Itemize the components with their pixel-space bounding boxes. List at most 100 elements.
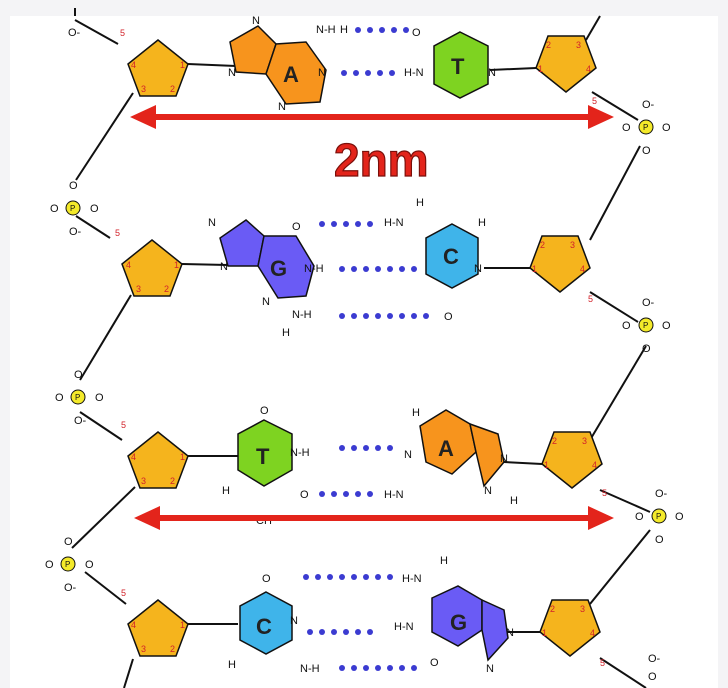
oxygen-label: O (45, 559, 54, 571)
base-adenine: A H N N H-N N H (384, 407, 518, 507)
width-arrow-top (130, 105, 614, 129)
oxygen-label: O (642, 343, 651, 355)
hydrogen-bonds (303, 27, 429, 671)
hbond-row (319, 491, 373, 497)
oxygen-label: O (64, 536, 73, 548)
oxygen-label: O- (69, 226, 82, 238)
amino-label: N-H (304, 263, 324, 275)
base-letter: G (450, 610, 467, 635)
base-guanine: G N N O N-H N N-H H (208, 217, 324, 339)
carbon-5-label: 5 (600, 658, 605, 668)
nitrogen-label: N (252, 15, 260, 27)
width-label: 2nm (334, 134, 429, 186)
oxygen-label: O- (68, 27, 81, 39)
carbon-4-label: 4 (126, 260, 131, 270)
carbon-1-label: 1 (542, 628, 547, 638)
oxygen-label: O (55, 392, 64, 404)
hydrogen-label: H (416, 197, 424, 209)
carbon-4-label: 4 (586, 64, 591, 74)
amino-label: N-H (300, 663, 320, 675)
amino-label: H-N (384, 217, 404, 229)
amino-label: N-H (290, 447, 310, 459)
carbon-4-label: 4 (590, 628, 595, 638)
carbon-3-label: 3 (576, 40, 581, 50)
oxygen-label: O- (74, 415, 87, 427)
nitrogen-label: N (208, 217, 216, 229)
hbond-row (339, 266, 417, 272)
carbon-4-label: 4 (592, 460, 597, 470)
glycosidic-bonds (181, 63, 543, 633)
carbon-4-label: 4 (580, 264, 585, 274)
right-backbone (585, 15, 651, 688)
hbond-row (339, 445, 393, 451)
base-letter: G (270, 256, 287, 281)
hydrogen-label: H (412, 407, 420, 419)
deoxyribose-sugar (121, 239, 183, 297)
oxygen-label: O- (64, 582, 77, 594)
oxygen-label: O (85, 559, 94, 571)
oxygen-label: O- (642, 297, 655, 309)
carbon-2-label: 2 (552, 436, 557, 446)
amino-label: H-N (384, 489, 404, 501)
oxygen-label: O (648, 671, 657, 683)
amino-label: N-H (292, 309, 312, 321)
oxygen-label: O (300, 489, 309, 501)
oxygen-label: O (662, 320, 671, 332)
base-letter: A (438, 436, 454, 461)
nitrogen-label: N (488, 67, 496, 79)
nitrogen-label: N (290, 615, 298, 627)
oxygen-label: O (69, 180, 78, 192)
hydrogen-label: H (440, 555, 448, 567)
phosphate-group: P O- O O O (622, 297, 671, 355)
hydrogen-label: H (510, 495, 518, 507)
hydrogen-label: H (282, 327, 290, 339)
nitrogen-label: N (484, 485, 492, 497)
deoxyribose-sugar (127, 431, 189, 489)
carbon-5-label: 5 (588, 294, 593, 304)
carbon-1-label: 1 (544, 460, 549, 470)
oxygen-label: O (90, 203, 99, 215)
phosphorus-label: P (65, 560, 70, 569)
base-cytosine: C H H-N H N O (384, 197, 486, 323)
carbon-3-label: 3 (141, 644, 146, 654)
phosphorus-label: P (656, 512, 661, 521)
hbond-row (319, 221, 373, 227)
nitrogen-label: N (262, 296, 270, 308)
phosphorus-label: P (643, 321, 648, 330)
oxygen-label: O (622, 320, 631, 332)
oxygen-label: O (95, 392, 104, 404)
hbond-row (307, 629, 373, 635)
nitrogen-label: N (500, 453, 508, 465)
nitrogen-label: N (486, 663, 494, 675)
carbon-2-label: 2 (164, 284, 169, 294)
hydrogen-label: H (478, 217, 486, 229)
deoxyribose-sugar (535, 35, 597, 93)
carbon-2-label: 2 (170, 84, 175, 94)
oxygen-label: O (444, 311, 453, 323)
phosphorus-label: P (70, 204, 75, 213)
carbon-3-label: 3 (136, 284, 141, 294)
carbon-2-label: 2 (170, 476, 175, 486)
hbond-row (355, 27, 409, 33)
deoxyribose-sugar (529, 235, 591, 293)
carbon-3-label: 3 (570, 240, 575, 250)
nitrogen-label: N (404, 449, 412, 461)
carbon-5-label: 5 (592, 96, 597, 106)
carbon-1-label: 1 (532, 264, 537, 274)
carbon-3-label: 3 (580, 604, 585, 614)
carbon-1-label: 1 (180, 60, 185, 70)
phosphate-group: P O O O O- (45, 536, 94, 594)
base-adenine: A N N N N N-H H (228, 15, 348, 113)
oxygen-label: O (292, 221, 301, 233)
carbon-3-label: 3 (141, 476, 146, 486)
oxygen-label: O (675, 511, 684, 523)
hydrogen-label: H (222, 485, 230, 497)
deoxyribose-sugar (541, 431, 603, 489)
carbon-1-label: 1 (174, 260, 179, 270)
hydrogen-label: H (340, 24, 348, 36)
base-letter: C (256, 614, 272, 639)
carbon-2-label: 2 (540, 240, 545, 250)
oxygen-label: O (655, 534, 664, 546)
carbon-5-label: 5 (115, 228, 120, 238)
